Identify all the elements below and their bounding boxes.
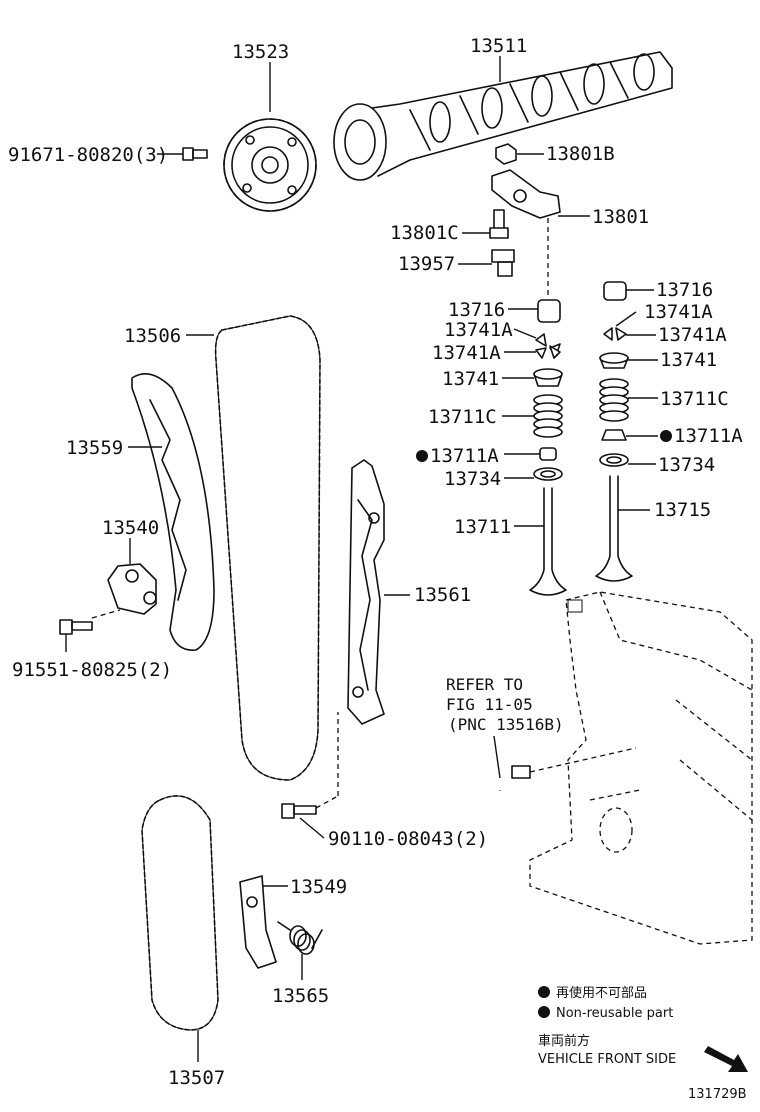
- label-13565: 13565: [272, 985, 329, 1007]
- oil-pump-chain-icon: [141, 795, 219, 1031]
- label-91551-80825: 91551-80825(2): [12, 659, 172, 681]
- nut-icon: [495, 143, 517, 165]
- label-13715: 13715: [654, 499, 711, 521]
- label-13734-right: 13734: [658, 454, 715, 476]
- label-13711C-right: 13711C: [660, 388, 729, 410]
- label-13540: 13540: [102, 517, 159, 539]
- non-reusable-marker-icon: [660, 430, 672, 442]
- bolt-icon: [281, 803, 317, 819]
- vehicle-front-arrow-icon: [704, 1046, 748, 1072]
- label-91671-80820: 91671-80820(3): [8, 144, 168, 166]
- label-13711A-left: 13711A: [430, 445, 499, 467]
- valve-seal-icon: [601, 429, 627, 441]
- valve-spring-icon: [533, 394, 563, 438]
- label-13801B: 13801B: [546, 143, 615, 165]
- label-13716-right: 13716: [656, 279, 713, 301]
- label-13507: 13507: [168, 1067, 225, 1089]
- camshaft-icon: [333, 51, 673, 181]
- label-13559: 13559: [66, 437, 123, 459]
- chain-guide-icon: [131, 372, 215, 651]
- label-13741A-1: 13741A: [444, 319, 513, 341]
- reference-line3: (PNC 13516B): [448, 715, 564, 734]
- spring-retainer-icon: [533, 368, 563, 387]
- camshaft-sprocket-icon: [223, 118, 317, 212]
- spring-retainer-icon: [599, 352, 629, 369]
- bolt-icon: [59, 619, 93, 635]
- figure-id: 131729B: [688, 1087, 747, 1102]
- legend-en-reuse: Non-reusable part: [556, 1006, 673, 1021]
- label-13549: 13549: [290, 876, 347, 898]
- oil-pipe-icon: [498, 765, 531, 791]
- valve-keeper-icon: [603, 327, 627, 341]
- valve-seal-icon: [539, 447, 557, 461]
- non-reusable-marker-icon: [538, 986, 550, 998]
- valve-spring-icon: [599, 378, 629, 422]
- label-13711A-right: 13711A: [674, 425, 743, 447]
- label-13734-left: 13734: [444, 468, 501, 490]
- legend-en-front: VEHICLE FRONT SIDE: [538, 1052, 676, 1067]
- reference-line2: FIG 11-05: [446, 695, 533, 714]
- label-13741-right: 13741: [660, 349, 717, 371]
- exhaust-valve-icon: [595, 475, 633, 582]
- chain-tensioner-icon: [107, 563, 157, 615]
- timing-chain-icon: [214, 315, 321, 781]
- label-13741A-3: 13741A: [644, 301, 713, 323]
- bolt-icon: [182, 147, 208, 161]
- legend-jp-reuse: 再使用不可部品: [556, 985, 647, 1001]
- label-13741-left: 13741: [442, 368, 499, 390]
- label-13801: 13801: [592, 206, 649, 228]
- intake-valve-icon: [529, 487, 567, 596]
- label-13957: 13957: [398, 253, 455, 275]
- label-13523: 13523: [232, 41, 289, 63]
- reference-line1: REFER TO: [446, 675, 523, 694]
- washer-icon: [599, 453, 629, 467]
- bolt-icon: [489, 209, 509, 239]
- chain-guide-icon: [347, 459, 385, 725]
- label-13511: 13511: [470, 35, 527, 57]
- label-13506: 13506: [124, 325, 181, 347]
- label-13716-left: 13716: [448, 299, 505, 321]
- washer-icon: [533, 467, 563, 481]
- chain-damper-icon: [239, 875, 277, 969]
- valve-lifter-icon: [537, 299, 561, 323]
- label-13711C-left: 13711C: [428, 406, 497, 428]
- non-reusable-marker-icon: [538, 1006, 550, 1018]
- adjuster-icon: [491, 249, 515, 277]
- label-13741A-2: 13741A: [432, 342, 501, 364]
- label-13801C: 13801C: [390, 222, 459, 244]
- spring-icon: [277, 921, 323, 955]
- legend-jp-front: 車両前方: [538, 1033, 590, 1049]
- label-13711: 13711: [454, 516, 511, 538]
- rocker-arm-icon: [491, 169, 561, 219]
- label-90110-08043: 90110-08043(2): [328, 828, 488, 850]
- label-13561: 13561: [414, 584, 471, 606]
- valve-keeper-icon: [535, 333, 561, 359]
- engine-block-outline: [529, 591, 753, 945]
- label-13741A-4: 13741A: [658, 324, 727, 346]
- valve-lifter-icon: [603, 281, 627, 301]
- non-reusable-marker-icon: [416, 450, 428, 462]
